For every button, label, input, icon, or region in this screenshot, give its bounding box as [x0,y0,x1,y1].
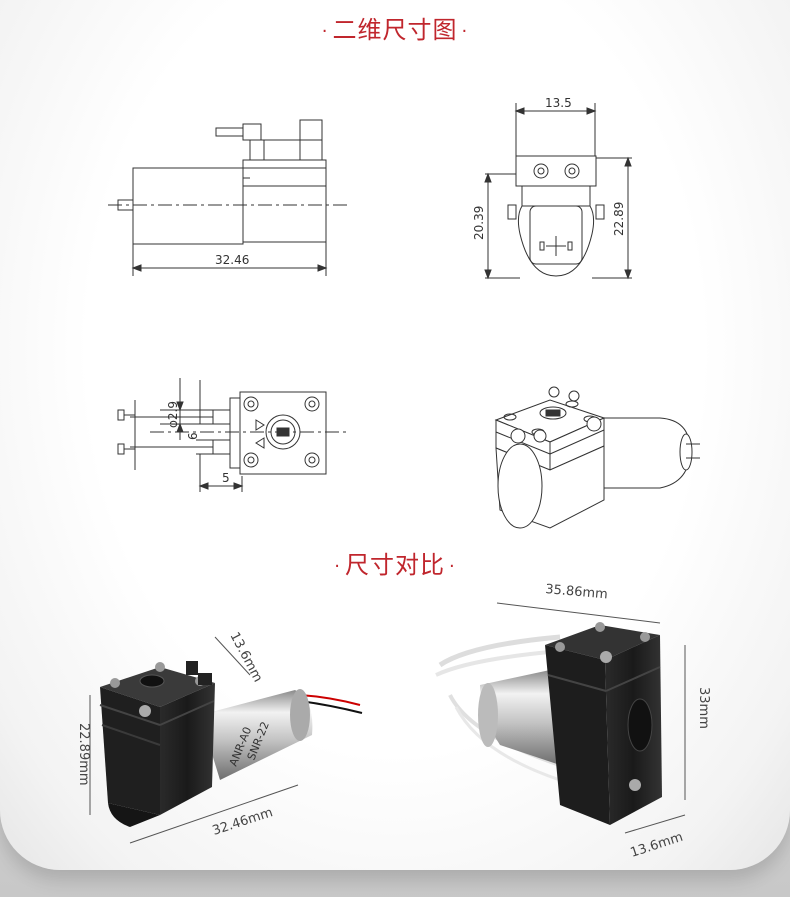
port-inner-label: 6 [186,432,200,440]
end-view-drawing [484,103,632,280]
right-length-label: 35.86mm [545,582,609,602]
end-width-label: 13.5 [545,96,572,110]
section-title-comparison: ·尺寸对比· [0,545,790,580]
side-view-drawing [108,119,350,276]
left-depth-label: 13.6mm [226,630,265,685]
end-height-b-label: 22.89 [612,202,626,236]
left-length-label: 32.46mm [211,805,275,839]
port-length-label: 5 [222,471,230,485]
section-title-text: 尺寸对比 [345,551,445,579]
top-view-drawing [117,378,350,492]
end-height-a-label: 20.39 [472,206,486,240]
technical-drawings: 32.46 [108,96,700,529]
section-title-text: 二维尺寸图 [332,16,458,44]
right-height-label: 33mm [696,687,711,729]
right-depth-label: 13.6mm [629,830,685,861]
right-pump-photo [435,602,686,834]
title-bullet: · [449,555,456,577]
title-bullet: · [321,20,329,42]
side-length-label: 32.46 [215,253,249,267]
isometric-view-drawing [494,386,700,529]
section-title-drawing: ·二维尺寸图· [0,10,790,45]
size-comparison-photos: ANR-A0 SNR-22 22.89mm 32.46mm 13.6mm [76,582,711,861]
title-bullet: · [461,20,469,42]
left-height-label: 22.89mm [76,723,91,786]
port-diameter-label: φ2.9 [166,401,180,428]
left-pump-photo: ANR-A0 SNR-22 [89,636,363,844]
title-bullet: · [334,555,341,577]
